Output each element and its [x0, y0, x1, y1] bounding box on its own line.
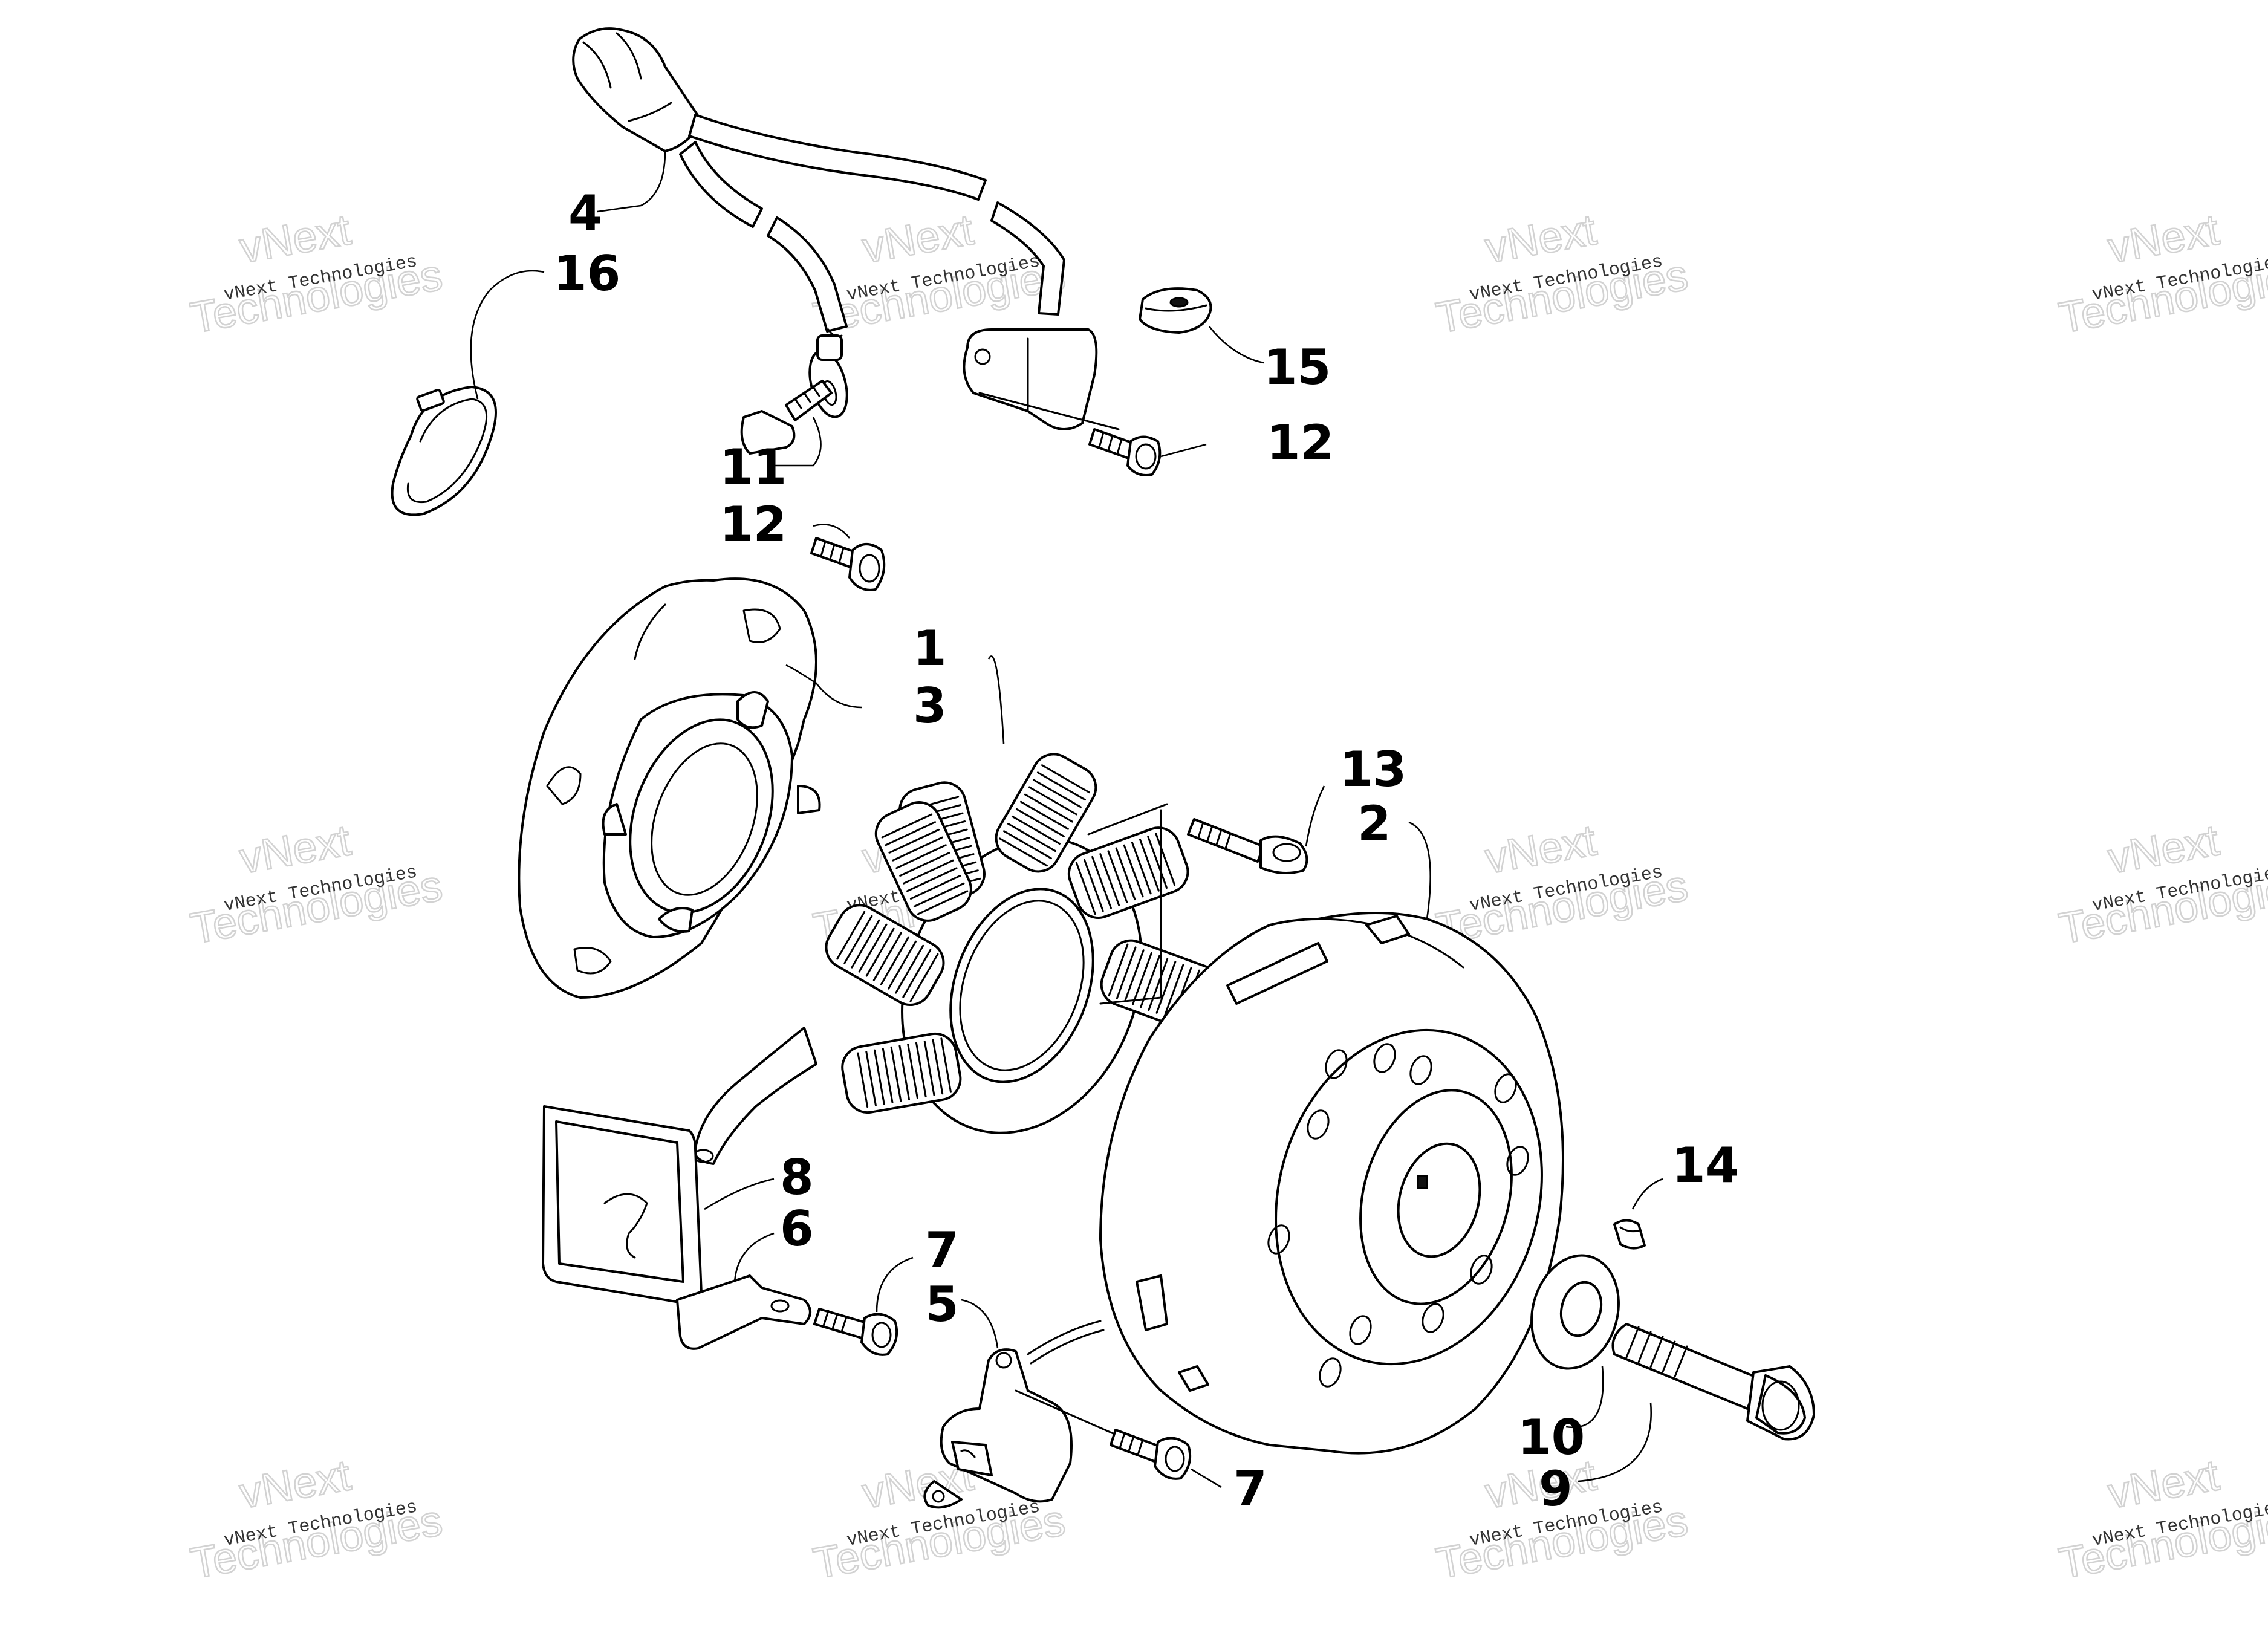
callout-1: 1 — [913, 620, 947, 677]
callout-15: 15 — [1264, 339, 1331, 395]
watermark-line1: vNext — [2105, 816, 2223, 883]
stator-plate — [518, 577, 821, 999]
stator-winding — [874, 801, 972, 922]
woodruff-key — [1613, 1219, 1646, 1250]
cover-plate — [542, 1105, 703, 1305]
stator-winding — [1067, 826, 1189, 919]
stator-winding — [825, 904, 945, 1006]
stator-coil — [692, 753, 1222, 1165]
callout-7-upper: 7 — [925, 1222, 959, 1278]
callout-labels: 4 16 15 12 11 12 1 3 13 2 14 8 6 7 5 10 … — [553, 185, 1739, 1517]
flywheel-hole — [1319, 1357, 1342, 1388]
flywheel-hole — [1506, 1146, 1529, 1176]
flywheel-hole — [1422, 1303, 1444, 1333]
callout-2: 2 — [1357, 796, 1391, 852]
watermark-line1: vNext — [236, 816, 354, 883]
grommet — [1139, 287, 1212, 334]
callout-5: 5 — [925, 1276, 959, 1333]
callout-14: 14 — [1672, 1137, 1739, 1193]
watermark-line1: vNext — [859, 206, 977, 273]
bolt-12-upper — [1088, 428, 1162, 476]
bracket — [676, 1274, 811, 1350]
flywheel-hole — [1409, 1055, 1432, 1085]
bolt-12-lower — [810, 537, 886, 591]
bolt-7-upper — [813, 1308, 898, 1356]
watermark-line1: vNext — [236, 1451, 354, 1518]
watermark-line1: vNext — [1482, 206, 1600, 273]
watermark-line1: vNext — [1482, 816, 1600, 883]
callout-8: 8 — [780, 1149, 814, 1206]
callout-7-lower: 7 — [1233, 1461, 1267, 1517]
flywheel-hole — [1470, 1255, 1493, 1285]
stator-winding — [995, 753, 1097, 873]
upper-pickup-bracket — [963, 328, 1120, 430]
band-clamp — [391, 386, 497, 516]
callout-9: 9 — [1539, 1461, 1573, 1517]
bolt-11 — [740, 380, 833, 455]
leader-lines — [470, 270, 1663, 1489]
callout-12-upper: 12 — [1267, 415, 1334, 471]
washer — [1530, 1254, 1620, 1370]
flywheel-hole — [1267, 1224, 1290, 1255]
callout-13: 13 — [1339, 741, 1406, 797]
callout-11: 11 — [720, 439, 787, 495]
callout-12-lower: 12 — [720, 496, 787, 553]
callout-4: 4 — [568, 185, 602, 241]
callout-3: 3 — [913, 678, 947, 734]
watermark-line1: vNext — [2105, 206, 2223, 273]
watermark-line1: vNext — [236, 206, 354, 273]
flywheel-hole — [1325, 1049, 1348, 1079]
callout-10: 10 — [1518, 1409, 1585, 1466]
bolt-7-lower — [1110, 1429, 1191, 1480]
flywheel-hole — [1307, 1109, 1330, 1140]
screw-13 — [1187, 818, 1308, 874]
flywheel-hole — [1349, 1315, 1372, 1345]
flywheel-hole — [1373, 1043, 1396, 1073]
flywheel — [1099, 912, 1564, 1455]
flywheel-bolt — [1611, 1323, 1815, 1441]
pickup-coil — [923, 1320, 1120, 1509]
stator-winding — [841, 1032, 962, 1114]
watermark-line1: vNext — [2105, 1451, 2223, 1518]
callout-16: 16 — [553, 245, 620, 302]
flywheel-hole — [1494, 1073, 1517, 1103]
wire-harness — [572, 27, 1065, 418]
callout-6: 6 — [780, 1201, 814, 1257]
